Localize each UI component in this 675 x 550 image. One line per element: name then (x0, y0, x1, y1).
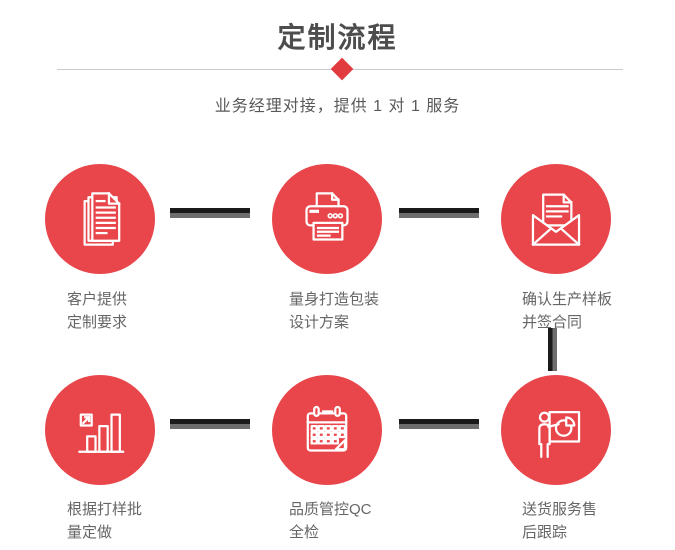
bar-chart-icon (78, 413, 125, 453)
step-label-2-line1: 量身打造包装 (289, 291, 380, 308)
step-label-5-line2: 全检 (289, 524, 320, 541)
connector-step3-step6 (548, 328, 557, 371)
connector-step4-step5 (170, 419, 250, 429)
step-circle-4 (45, 375, 155, 485)
diamond-icon (330, 57, 354, 81)
step-label-4: 根据打样批 量定做 (67, 498, 142, 544)
step-label-3: 确认生产样板 并签合同 (522, 288, 612, 334)
step-circle-5 (272, 375, 382, 485)
connector-step1-step2 (170, 208, 250, 218)
step-circle-1 (45, 164, 155, 274)
step-label-2-line2: 设计方案 (289, 314, 350, 331)
step-label-5: 品质管控QC 全检 (289, 498, 372, 544)
presentation-icon (538, 410, 581, 458)
step-circle-3 (501, 164, 611, 274)
step-label-1-line2: 定制要求 (67, 314, 128, 331)
calendar-icon (306, 405, 348, 452)
connector-step5-step6 (399, 419, 479, 429)
step-label-6-line2: 后跟踪 (522, 524, 568, 541)
connector-step2-step3 (399, 208, 479, 218)
step-label-5-line1: 品质管控QC (289, 501, 372, 518)
step-label-3-line1: 确认生产样板 (522, 291, 613, 308)
step-label-1: 客户提供 定制要求 (67, 288, 127, 334)
step-label-3-line2: 并签合同 (522, 314, 583, 331)
step-circle-2 (272, 164, 382, 274)
step-label-1-line1: 客户提供 (67, 291, 128, 308)
subtitle: 业务经理对接，提供 1 对 1 服务 (214, 98, 461, 115)
envelope-icon (531, 193, 581, 247)
step-label-4-line2: 量定做 (67, 524, 113, 541)
step-label-6: 送货服务售 后跟踪 (522, 498, 597, 544)
step-circle-6 (501, 375, 611, 485)
page-title: 定制流程 (277, 22, 398, 53)
printer-icon (305, 192, 349, 241)
step-label-6-line1: 送货服务售 (522, 501, 598, 518)
documents-icon (83, 192, 121, 246)
step-label-2: 量身打造包装 设计方案 (289, 288, 379, 334)
step-label-4-line1: 根据打样批 (67, 501, 143, 518)
